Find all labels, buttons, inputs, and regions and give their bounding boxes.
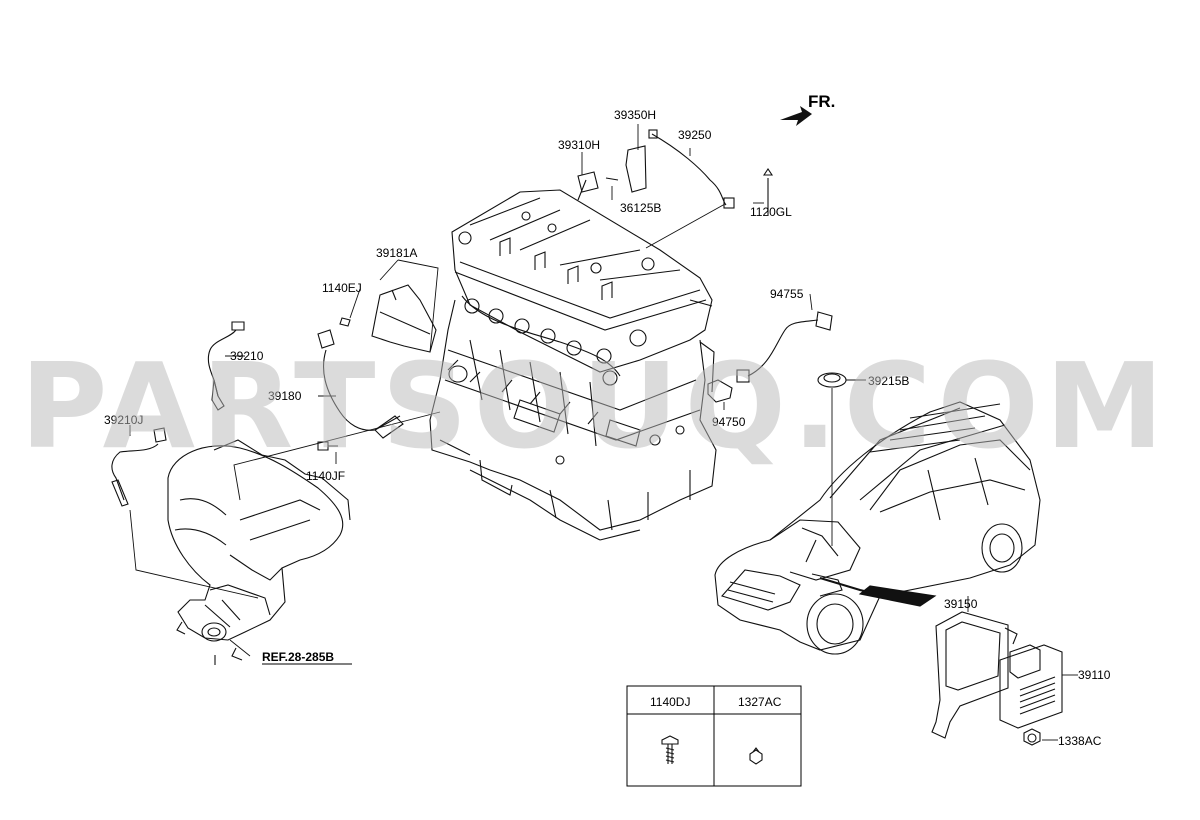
- part-number: 39250: [678, 128, 712, 142]
- ecu-module: [999, 644, 1063, 743]
- engine-assembly: [429, 189, 717, 541]
- part-label-1140jf[interactable]: 1140JF: [306, 469, 345, 483]
- part-label-39110[interactable]: 39110: [1078, 668, 1111, 682]
- part-label-39210[interactable]: 39210: [230, 349, 264, 363]
- table-header-1327ac[interactable]: 1327AC: [738, 695, 782, 709]
- part-number: 39310H: [558, 138, 600, 152]
- bolt-icon: [661, 735, 679, 764]
- part-label-39215b[interactable]: 39215B: [868, 374, 909, 388]
- part-label-39310h[interactable]: 39310H: [558, 138, 600, 152]
- part-label-36125b[interactable]: 36125B: [620, 201, 661, 215]
- part-label-1338ac[interactable]: 1338AC: [1058, 734, 1102, 748]
- part-number: 94750: [712, 415, 746, 429]
- leader-lines: [129, 124, 1078, 741]
- part-label-39350h[interactable]: 39350H: [614, 108, 656, 122]
- reference-label: REF.28-285B: [262, 650, 334, 664]
- vehicle-outline: [714, 401, 1041, 655]
- part-label-39210j[interactable]: 39210J: [104, 413, 143, 427]
- fastener-table: 1140DJ 1327AC: [626, 685, 802, 787]
- part-number: 39150: [944, 597, 978, 611]
- watermark: PARTSOUQ.COM: [20, 337, 1170, 475]
- part-number: 39210: [230, 349, 264, 363]
- part-number: 36125B: [620, 201, 661, 215]
- nut-icon: [749, 747, 763, 765]
- part-label-1120gl[interactable]: 1120GL: [750, 205, 792, 219]
- part-number: 39215B: [868, 374, 909, 388]
- part-number: 39181A: [376, 246, 417, 260]
- part-number: 39110: [1078, 668, 1111, 682]
- part-label-1140ej[interactable]: 1140EJ: [322, 281, 362, 295]
- reference-link[interactable]: REF.28-285B: [262, 650, 352, 665]
- part-label-39181a[interactable]: 39181A: [376, 246, 417, 260]
- part-label-39180[interactable]: 39180: [268, 389, 302, 403]
- front-label: FR.: [808, 92, 835, 111]
- part-number: 1120GL: [750, 205, 792, 219]
- part-label-94755[interactable]: 94755: [770, 287, 804, 301]
- ecu-bracket: [931, 611, 1018, 739]
- part-number: 39180: [268, 389, 302, 403]
- part-number: 94755: [770, 287, 804, 301]
- part-number: 1327AC: [738, 695, 782, 709]
- part-number: 1338AC: [1058, 734, 1102, 748]
- part-number: 1140DJ: [650, 695, 690, 709]
- front-direction-indicator: FR.: [780, 92, 835, 126]
- part-number: 39210J: [104, 413, 143, 427]
- part-labels: 39350H 39250 39310H 36125B 1120GL 39181A…: [104, 108, 1111, 748]
- part-label-94750[interactable]: 94750: [712, 415, 746, 429]
- part-label-39150[interactable]: 39150: [944, 597, 978, 611]
- table-header-1140dj[interactable]: 1140DJ: [650, 695, 690, 709]
- part-number: 1140EJ: [322, 281, 362, 295]
- part-label-39250[interactable]: 39250: [678, 128, 712, 142]
- exhaust-manifold: [167, 439, 351, 665]
- sensor-parts: [111, 129, 1041, 746]
- front-arrow-icon: [780, 106, 812, 126]
- part-number: 1140JF: [306, 469, 345, 483]
- part-number: 39350H: [614, 108, 656, 122]
